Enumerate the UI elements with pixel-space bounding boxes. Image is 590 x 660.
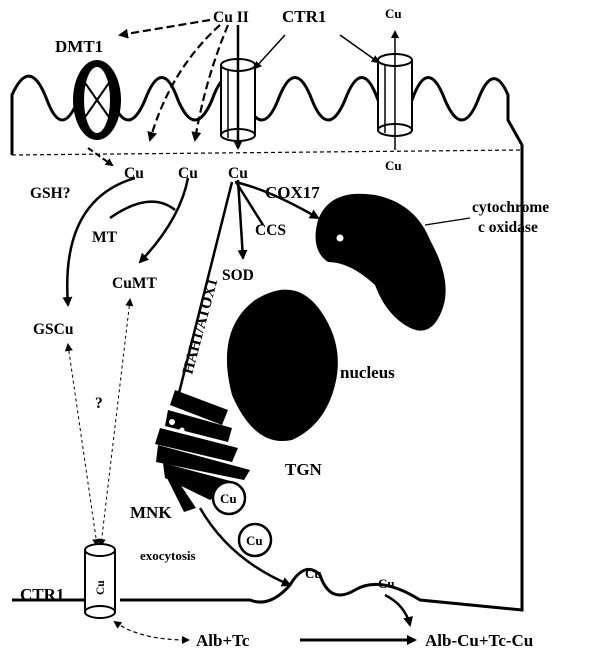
ctr1-pointer-right — [340, 35, 378, 62]
label-vesicle-1: Cu — [220, 491, 237, 506]
label-alb-tc: Alb+Tc — [196, 631, 250, 650]
label-mnk: MNK — [130, 503, 172, 522]
label-cu-top: Cu — [385, 6, 402, 21]
label-cu-pool-1: Cu — [124, 165, 144, 182]
arrow-cu-to-dmt1 — [120, 20, 210, 35]
label-ctr1-bottom: CTR1 — [20, 585, 64, 604]
label-vesicle-2: Cu — [246, 533, 263, 548]
arrow-cu-to-cumt — [140, 178, 188, 262]
label-cox17: COX17 — [265, 183, 320, 202]
cytochrome-pointer — [425, 218, 470, 225]
arrow-cu-dashed-1 — [150, 25, 220, 140]
label-cu-exo-1: Cu — [305, 566, 322, 581]
label-sod: SOD — [222, 267, 254, 284]
label-hah1: HAH1/ATOX1 — [179, 277, 221, 377]
label-ctr1-top: CTR1 — [282, 7, 326, 26]
dashed-cumt-ctr1 — [101, 300, 130, 545]
label-nucleus: nucleus — [340, 363, 395, 382]
label-cu-pool-2: Cu — [178, 165, 198, 182]
label-cu-ii: Cu II — [213, 9, 249, 26]
mt-connector — [110, 202, 175, 218]
label-cu-membrane-right: Cu — [385, 158, 402, 173]
label-cu-pool-3: Cu — [228, 165, 248, 182]
label-cu-exo-2: Cu — [378, 576, 395, 591]
label-ccs: CCS — [255, 222, 286, 239]
label-dmt1: DMT1 — [55, 37, 103, 56]
arrow-cu-to-albcu — [385, 595, 410, 625]
label-cytochrome-line2: c oxidase — [478, 219, 538, 236]
label-exocytosis: exocytosis — [140, 548, 196, 563]
ctr1-pointer-left — [255, 35, 285, 68]
label-cumt: CuMT — [112, 275, 157, 292]
label-cu-channel-bottom: Cu — [95, 580, 107, 595]
label-question: ? — [95, 395, 103, 412]
cytochrome-dot — [337, 235, 344, 242]
dashed-gscu-ctr1 — [68, 345, 97, 545]
dashed-ctr1-to-albtc — [115, 622, 188, 640]
cytochrome-c-oxidase-shape — [316, 194, 446, 331]
label-cytochrome-line1: cytochrome — [472, 199, 549, 216]
apical-boundary — [12, 150, 522, 155]
label-alb-cu-tc-cu: Alb-Cu+Tc-Cu — [425, 631, 533, 650]
dmt1-transporter — [73, 60, 121, 140]
label-gscu: GSCu — [33, 321, 74, 338]
label-tgn: TGN — [285, 460, 323, 479]
label-gsh: GSH? — [30, 185, 70, 202]
arrow-dmt1-to-cu — [88, 148, 112, 165]
label-mt: MT — [92, 229, 118, 246]
nucleus-shape — [227, 290, 338, 441]
